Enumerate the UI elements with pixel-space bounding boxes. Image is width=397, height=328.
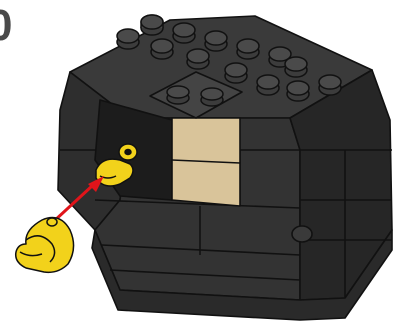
stud: [117, 29, 139, 49]
stud: [141, 15, 163, 35]
stud: [225, 63, 247, 83]
stud: [167, 86, 189, 104]
stud: [319, 75, 341, 95]
stud: [205, 31, 227, 51]
stud: [285, 57, 307, 77]
yellow-minifig-hand-icon: [16, 218, 74, 273]
stud: [173, 23, 195, 43]
stud: [201, 88, 223, 106]
step-number: 0: [0, 1, 12, 50]
stud: [287, 81, 309, 101]
stud: [151, 39, 173, 59]
stud: [237, 39, 259, 59]
stud: [257, 75, 279, 95]
stud: [187, 49, 209, 69]
front-stud: [292, 226, 312, 242]
